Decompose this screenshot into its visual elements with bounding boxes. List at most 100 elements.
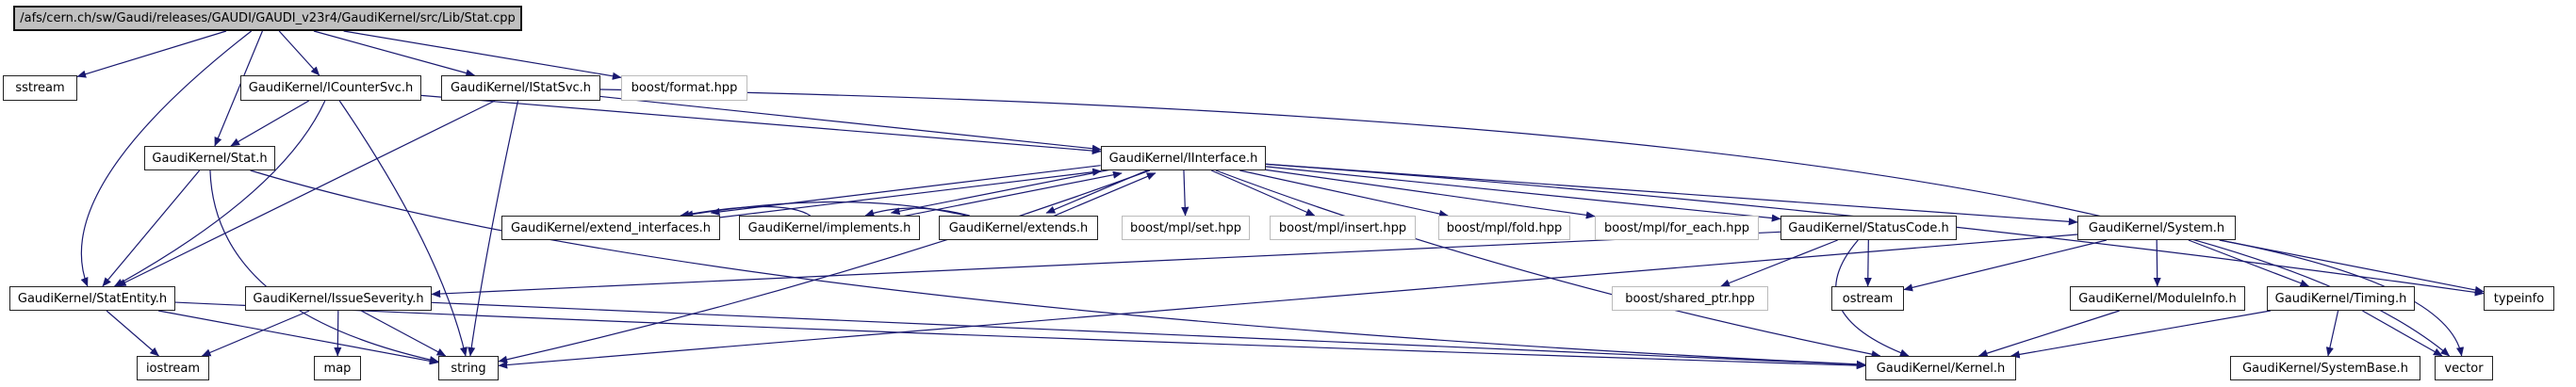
- edge-icountersvc-to-stat_h: [230, 100, 310, 147]
- edge-system-to-string: [498, 234, 2078, 369]
- node-istatsvc[interactable]: GaudiKernel/IStatSvc.h: [441, 75, 600, 101]
- node-timing[interactable]: GaudiKernel/Timing.h: [2267, 286, 2415, 311]
- edge-main-to-format: [343, 30, 622, 80]
- edge-iinterface-to-statuscode: [1265, 166, 1781, 222]
- node-label: boost/mpl/set.hpp: [1129, 220, 1242, 235]
- node-label: boost/mpl/for_each.hpp: [1604, 220, 1749, 235]
- node-mpl_set: boost/mpl/set.hpp: [1122, 216, 1250, 240]
- node-label: GaudiKernel/Stat.h: [152, 151, 268, 166]
- edge-statentity-to-iostream: [106, 310, 159, 357]
- edge-iinterface-to-mpl_fold: [1239, 169, 1449, 218]
- edge-stat_h-to-kernel: [250, 169, 1866, 368]
- node-issueseverity[interactable]: GaudiKernel/IssueSeverity.h: [245, 286, 432, 311]
- edge-statuscode-to-ostream: [1863, 239, 1872, 287]
- edge-issueseverity-to-kernel: [431, 301, 1866, 369]
- edge-iinterface-to-mpl_set: [1181, 169, 1190, 217]
- edge-system-to-ostream: [1903, 239, 2108, 292]
- edge-extends-to-implements: [864, 207, 970, 217]
- node-kernel[interactable]: GaudiKernel/Kernel.h: [1865, 356, 2016, 380]
- node-systembase[interactable]: GaudiKernel/SystemBase.h: [2230, 356, 2420, 380]
- node-string: string: [438, 356, 499, 380]
- node-label: boost/mpl/insert.hpp: [1278, 220, 1407, 235]
- edge-istatsvc-to-iinterface: [599, 95, 1102, 153]
- node-label: GaudiKernel/ICounterSvc.h: [248, 81, 414, 95]
- node-label: GaudiKernel/extends.h: [948, 220, 1089, 235]
- edge-main-to-istatsvc: [313, 30, 476, 77]
- node-mpl_for_each: boost/mpl/for_each.hpp: [1595, 216, 1759, 240]
- node-label: GaudiKernel/SystemBase.h: [2242, 361, 2408, 376]
- node-label: sstream: [15, 81, 65, 95]
- node-label: GaudiKernel/StatEntity.h: [17, 291, 168, 306]
- edge-main-to-statentity: [80, 30, 253, 287]
- node-icountersvc[interactable]: GaudiKernel/ICounterSvc.h: [240, 75, 421, 101]
- node-label: GaudiKernel/System.h: [2088, 220, 2225, 235]
- node-label: GaudiKernel/IssueSeverity.h: [253, 291, 424, 306]
- node-label: GaudiKernel/Timing.h: [2274, 291, 2407, 306]
- node-extends[interactable]: GaudiKernel/extends.h: [939, 216, 1098, 240]
- edge-iinterface-to-system: [1265, 163, 2078, 226]
- edge-iinterface-to-ext_int: [710, 165, 1101, 216]
- node-label: map: [323, 361, 352, 376]
- node-vector: vector: [2435, 356, 2493, 380]
- node-ostream: ostream: [1831, 286, 1904, 311]
- node-mpl_fold: boost/mpl/fold.hpp: [1438, 216, 1570, 240]
- node-label: boost/shared_ptr.hpp: [1625, 291, 1755, 306]
- node-label: GaudiKernel/IInterface.h: [1108, 151, 1258, 166]
- node-system[interactable]: GaudiKernel/System.h: [2077, 216, 2236, 240]
- node-label: ostream: [1842, 291, 1894, 306]
- node-stat_h[interactable]: GaudiKernel/Stat.h: [144, 146, 275, 170]
- node-label: GaudiKernel/StatusCode.h: [1788, 220, 1949, 235]
- edge-implements-to-iinterface: [892, 170, 1123, 219]
- edge-statuscode-to-shared_ptr: [1720, 239, 1838, 287]
- edge-statentity-to-string: [157, 310, 439, 365]
- edge-issueseverity-to-string: [360, 310, 447, 357]
- edge-iinterface-to-mpl_insert: [1210, 169, 1316, 217]
- node-label: GaudiKernel/extend_interfaces.h: [510, 220, 712, 235]
- node-moduleinfo[interactable]: GaudiKernel/ModuleInfo.h: [2070, 286, 2245, 311]
- edge-issueseverity-to-iostream: [201, 310, 310, 357]
- edge-main-to-sstream: [76, 30, 227, 78]
- node-typeinfo: typeinfo: [2484, 286, 2554, 311]
- edge-iinterface-to-mpl_for_each: [1265, 169, 1596, 219]
- node-label: iostream: [145, 361, 201, 376]
- node-label: GaudiKernel/IStatSvc.h: [450, 81, 592, 95]
- edge-iinterface-to-kernel: [1215, 169, 1881, 359]
- node-label: vector: [2444, 361, 2484, 376]
- edge-istatsvc-to-statentity: [116, 100, 496, 287]
- node-label: GaudiKernel/Kernel.h: [1876, 361, 2006, 376]
- node-label: GaudiKernel/implements.h: [747, 220, 911, 235]
- node-label: boost/format.hpp: [631, 81, 738, 95]
- node-label: /afs/cern.ch/sw/Gaudi/releases/GAUDI/GAU…: [20, 11, 516, 25]
- node-iinterface[interactable]: GaudiKernel/IInterface.h: [1101, 146, 1266, 170]
- edge-istatsvc-to-string: [468, 100, 519, 357]
- node-format: boost/format.hpp: [621, 75, 747, 101]
- edge-stat_h-to-statentity: [102, 169, 201, 287]
- edge-moduleinfo-to-kernel: [1977, 310, 2120, 358]
- node-label: GaudiKernel/ModuleInfo.h: [2078, 291, 2237, 306]
- edge-system-to-moduleinfo: [2153, 239, 2161, 287]
- edge-statuscode-to-issueseverity: [431, 231, 1781, 298]
- edge-system-to-timing: [2188, 239, 2310, 287]
- edge-issueseverity-to-map: [334, 310, 342, 357]
- node-implements[interactable]: GaudiKernel/implements.h: [739, 216, 920, 240]
- node-statuscode[interactable]: GaudiKernel/StatusCode.h: [1780, 216, 1957, 240]
- node-ext_int[interactable]: GaudiKernel/extend_interfaces.h: [501, 216, 720, 240]
- edge-timing-to-systembase: [2325, 310, 2339, 357]
- node-statentity[interactable]: GaudiKernel/StatEntity.h: [9, 286, 175, 311]
- edge-ext_int-to-iinterface: [712, 168, 1102, 219]
- edge-extends-to-iinterface: [1048, 172, 1157, 219]
- edge-icountersvc-to-iinterface: [420, 94, 1102, 155]
- node-sstream: sstream: [3, 75, 77, 101]
- edge-icountersvc-to-string: [338, 100, 468, 357]
- edge-timing-to-vector: [2362, 310, 2443, 357]
- node-map: map: [314, 356, 361, 380]
- edge-main-to-stat_h: [214, 30, 263, 147]
- node-shared_ptr: boost/shared_ptr.hpp: [1612, 286, 1768, 311]
- node-label: string: [451, 361, 486, 376]
- edge-statentity-to-kernel: [174, 301, 1866, 370]
- edge-implements-to-ext_int: [680, 205, 812, 218]
- node-label: boost/mpl/fold.hpp: [1446, 220, 1563, 235]
- edge-icountersvc-to-statentity: [113, 100, 326, 287]
- node-main: /afs/cern.ch/sw/Gaudi/releases/GAUDI/GAU…: [13, 6, 522, 31]
